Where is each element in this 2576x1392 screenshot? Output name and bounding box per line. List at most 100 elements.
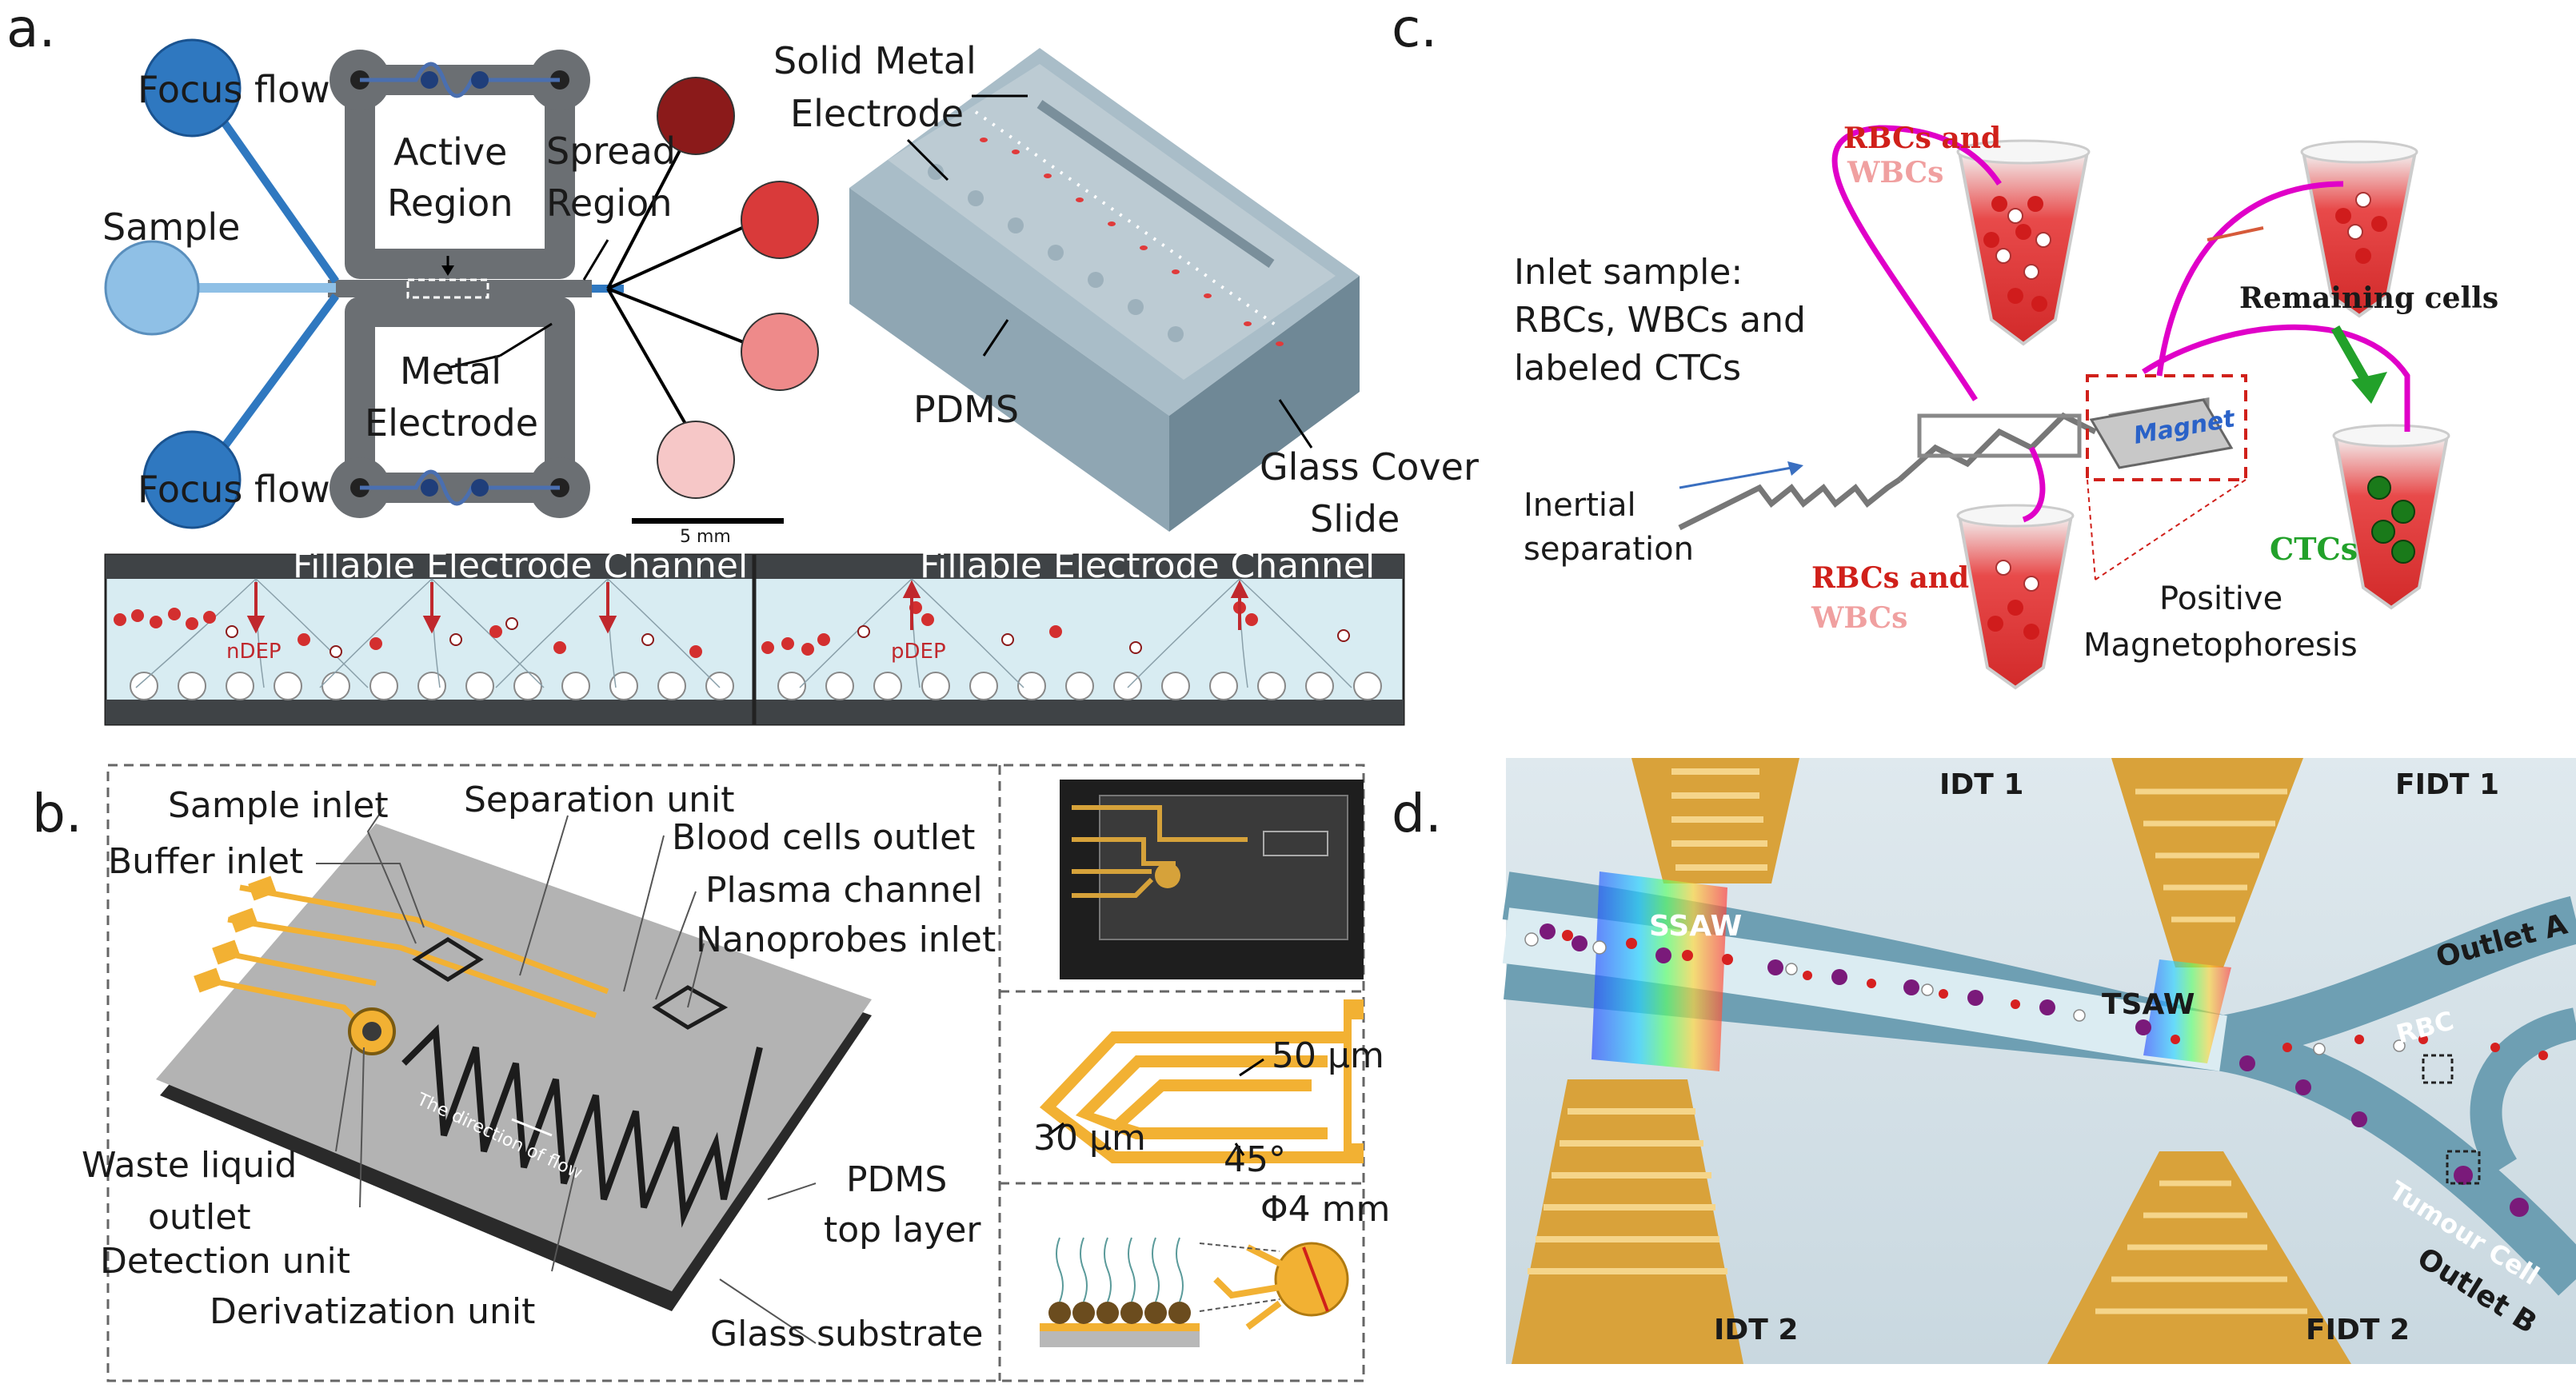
- panel-c-flow-lines: [1831, 125, 2410, 523]
- ctcs-label: CTCs: [2270, 531, 2358, 567]
- idt2-label: IDT 2: [1714, 1314, 1798, 1346]
- inlet-sample-label-1: Inlet sample:: [1514, 252, 1743, 293]
- idt1-comb: [1631, 758, 1799, 883]
- inertial-label-1: Inertial: [1524, 487, 1636, 524]
- positive-label-1: Positive: [2159, 580, 2282, 617]
- outlet-reservoir-3: [741, 313, 819, 391]
- scale-bar: [632, 518, 784, 524]
- focus-flow-top-label: Focus flow: [138, 68, 330, 111]
- waste-liquid-label-1: Waste liquid: [82, 1145, 297, 1186]
- scale-bar-label: 5 mm: [680, 527, 731, 547]
- waste-liquid-label-2: outlet: [148, 1197, 251, 1238]
- tsaw-wave-field: [2143, 959, 2231, 1063]
- panel-b-detection-inset: [1040, 1237, 1349, 1347]
- separation-unit-label: Separation unit: [464, 780, 734, 820]
- wbcs-bottom-label: WBCs: [1811, 601, 1907, 635]
- device-side-face: [1169, 276, 1360, 532]
- outlet-reservoir-1: [657, 77, 735, 155]
- glass-cover-label-2: Slide: [1310, 497, 1400, 540]
- fidt1-comb: [2111, 758, 2303, 967]
- idt1-label: IDT 1: [1939, 768, 2023, 801]
- panel-c-chip: [1678, 374, 2247, 580]
- derivatization-unit-label: Derivatization unit: [210, 1291, 535, 1332]
- tsaw-label: TSAW: [2102, 988, 2195, 1021]
- panel-b-photo-inset: [1060, 780, 1364, 979]
- inlet-sample-label-2: RBCs, WBCs and: [1514, 300, 1806, 341]
- angle-45-label: 45°: [1224, 1139, 1286, 1180]
- tube-bottom-left: [1956, 504, 2075, 690]
- rbcs-and-bottom-label: RBCs and: [1811, 561, 1969, 595]
- focus-flow-bottom-label: Focus flow: [138, 468, 330, 511]
- wbcs-top-label: WBCs: [1847, 156, 1943, 189]
- metal-electrode-label-2: Electrode: [365, 401, 538, 445]
- active-region-label-1: Active: [393, 130, 507, 174]
- positive-label-2: Magnetophoresis: [2083, 627, 2358, 664]
- fidt1-label: FIDT 1: [2395, 768, 2499, 801]
- fillable-channel-left-label: Fillable Electrode Channel: [293, 545, 748, 586]
- solid-metal-label-2: Electrode: [790, 92, 964, 135]
- active-region-box: [406, 278, 489, 299]
- active-region-label-2: Region: [387, 181, 513, 225]
- ndep-label: nDEP: [226, 640, 282, 664]
- device-front-face: [849, 188, 1169, 532]
- pdms-top-layer-label-2: top layer: [824, 1210, 981, 1250]
- pdms-top-layer: [156, 824, 872, 1291]
- central-channel: [328, 280, 592, 297]
- panel-a-chip-schematic: 5 mm: [104, 38, 819, 547]
- panel-a: a.: [6, 0, 1479, 726]
- panel-d-particles: [1524, 923, 2548, 1217]
- nanoprobes-inlet-label: Nanoprobes inlet: [696, 919, 996, 960]
- panel-b-frame: [106, 764, 1365, 1382]
- buffer-inlet-label: Buffer inlet: [108, 841, 303, 882]
- pdms-top-layer-label-1: PDMS: [846, 1159, 947, 1200]
- serpentine-derivatization-channel: [401, 1024, 763, 1228]
- sample-inlet-label: Sample inlet: [168, 785, 389, 826]
- glass-cover-label-1: Glass Cover: [1260, 445, 1479, 489]
- outlet-reservoir-4: [657, 421, 735, 499]
- magnet-block: [2089, 398, 2234, 469]
- outlet-line-2: [607, 218, 761, 290]
- rbcs-and-top-label: RBCs and: [1843, 122, 2001, 155]
- detection-unit-label: Detection unit: [100, 1241, 350, 1282]
- fidt2-comb: [2047, 1151, 2351, 1364]
- glass-substrate-label: Glass substrate: [710, 1314, 983, 1354]
- dimension-50um-label: 50 μm: [1272, 1035, 1384, 1076]
- focus-flow-bottom-reservoir: [142, 430, 242, 529]
- panel-c-letter: c.: [1392, 0, 1437, 59]
- plasma-channel-label: Plasma channel: [705, 870, 983, 911]
- tube-top-left: [1956, 139, 2091, 346]
- upper-electrode-wire: [360, 62, 560, 98]
- ssaw-wave-field: [1592, 871, 1727, 1071]
- panel-a-3d-device: [849, 48, 1360, 532]
- inlet-sample-label-3: labeled CTCs: [1514, 348, 1741, 389]
- panel-b: b. The directi: [32, 764, 1390, 1382]
- sample-reservoir: [104, 240, 200, 336]
- panel-b-electrode-inset: [1040, 999, 1364, 1163]
- diameter-4mm-label: Φ4 mm: [1260, 1189, 1390, 1230]
- tube-bottom-right: [2332, 424, 2450, 610]
- spread-region-label-1: Spread: [546, 130, 676, 173]
- panel-b-chip: The direction of flow: [156, 824, 872, 1311]
- blood-cells-outlet-label: Blood cells outlet: [672, 817, 975, 858]
- pdep-label: pDEP: [891, 640, 946, 664]
- lower-electrode-wire: [360, 469, 560, 506]
- panel-d: d.: [1392, 758, 2576, 1364]
- panel-b-letter: b.: [32, 783, 82, 844]
- dimension-30um-label: 30 μm: [1033, 1118, 1146, 1159]
- spread-region-label-2: Region: [546, 181, 672, 225]
- panel-c: c.: [1392, 0, 2498, 690]
- magnet-region-box: [2086, 374, 2247, 481]
- focus-flow-top-reservoir: [142, 38, 242, 138]
- remaining-cells-label: Remaining cells: [2239, 281, 2498, 315]
- device-cells: [980, 138, 1284, 346]
- ssaw-label: SSAW: [1649, 910, 1742, 943]
- fidt2-label: FIDT 2: [2306, 1314, 2410, 1346]
- panel-a-letter: a.: [6, 0, 55, 59]
- idt2-comb: [1512, 1079, 1743, 1364]
- metal-electrode-label-1: Metal: [400, 349, 501, 393]
- solid-metal-label-1: Solid Metal: [773, 39, 976, 82]
- device-posts: [928, 164, 1184, 342]
- sample-label: Sample: [102, 205, 240, 249]
- outlet-reservoir-2: [741, 181, 819, 259]
